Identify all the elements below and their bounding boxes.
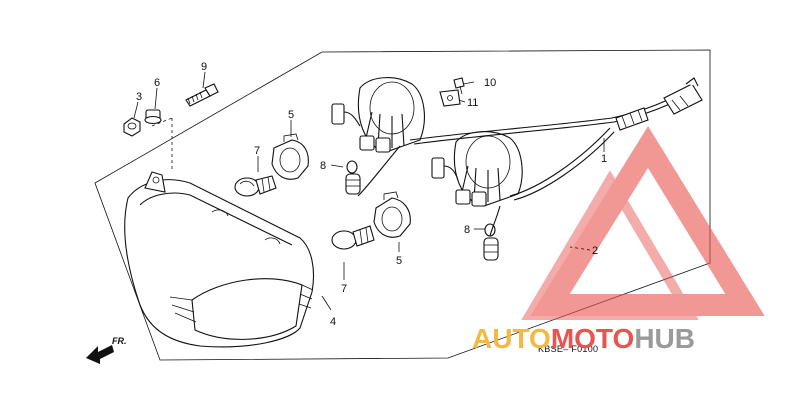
callout-6: 6 <box>154 77 160 89</box>
socket-part-5-upper <box>271 133 309 180</box>
front-direction-arrow: FR. <box>86 336 127 364</box>
screw-part-10 <box>453 77 465 95</box>
wire-harness <box>357 77 703 237</box>
callout-3: 3 <box>136 91 142 103</box>
watermark-logo <box>521 126 765 320</box>
socket-part-5-lower <box>373 191 411 238</box>
bolt-part-9 <box>185 83 219 107</box>
leader-lines <box>133 71 605 311</box>
socket-cup-lower <box>431 131 523 207</box>
bulb-part-8-upper <box>345 160 361 195</box>
nut-part-3 <box>123 117 141 137</box>
diagram-code: KBSE– F0100 <box>538 344 598 354</box>
callout-8-lower: 8 <box>464 224 470 236</box>
watermark-text: AUTOMOTOHUB <box>472 323 695 354</box>
callout-5-upper: 5 <box>288 109 294 121</box>
socket-cup-upper <box>331 77 425 153</box>
bulb-part-8-lower <box>483 223 499 261</box>
callout-4: 4 <box>330 316 336 328</box>
bracket-part-11 <box>439 89 461 107</box>
callout-9: 9 <box>201 61 207 73</box>
headlight-housing <box>124 171 315 348</box>
callout-7-lower: 7 <box>341 283 347 295</box>
watermark-moto: MOTO <box>551 323 634 354</box>
callout-8-upper: 8 <box>320 160 326 172</box>
callout-1: 1 <box>601 153 607 165</box>
bulb-part-7-upper <box>234 175 277 197</box>
watermark-hub: HUB <box>634 323 695 354</box>
callout-2: 2 <box>592 245 598 257</box>
callout-10: 10 <box>484 77 496 89</box>
callout-11: 11 <box>467 97 478 109</box>
collar-part-6 <box>144 109 162 125</box>
bulb-part-7-lower <box>331 225 375 250</box>
callout-5-lower: 5 <box>396 255 402 267</box>
callout-numbers: 3 6 9 5 7 8 10 11 1 8 2 5 7 4 <box>136 61 607 328</box>
callout-7-upper: 7 <box>254 145 260 157</box>
front-direction-label: FR. <box>112 336 127 346</box>
watermark-auto: AUTO <box>472 323 551 354</box>
